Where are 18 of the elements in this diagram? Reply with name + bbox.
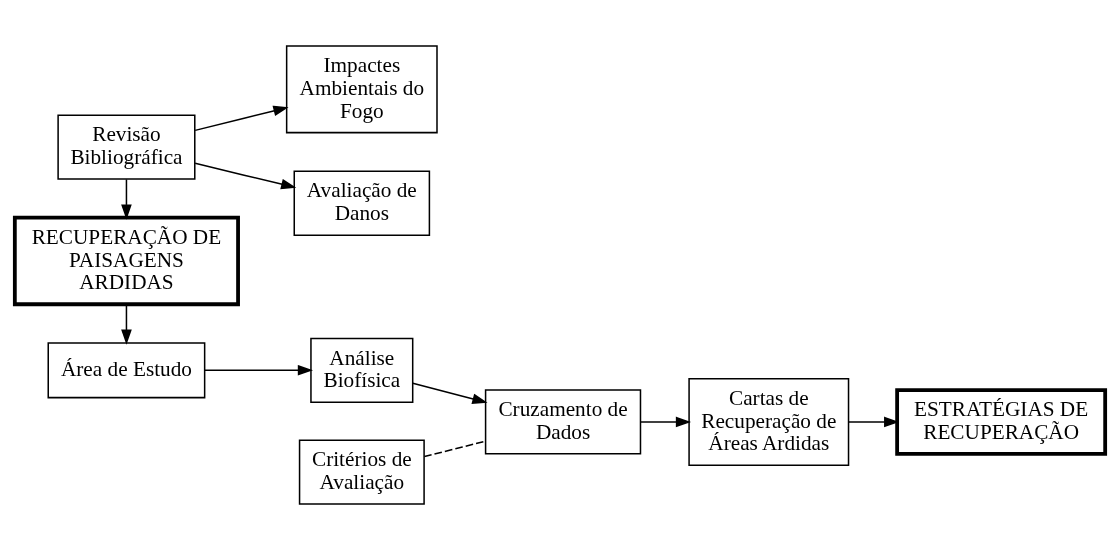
node-box: RECUPERAÇÃO DE PAISAGENS ARDIDAS [12, 215, 240, 306]
arrow [203, 364, 313, 376]
arrow [194, 105, 289, 131]
node-box: ESTRATÉGIAS DE RECUPERAÇÃO [895, 387, 1108, 456]
node-box: Cruzamento de Dados [484, 388, 642, 455]
node-box: Área de Estudo [47, 341, 206, 398]
arrow [412, 381, 488, 404]
arrow [639, 416, 692, 427]
node-box: Cartas de Recuperação de Áreas Ardidas [688, 377, 850, 466]
arrow [194, 162, 297, 189]
node-box: Avaliação de Danos [293, 170, 431, 236]
arrow [121, 303, 132, 345]
node-box: Impactes Ambientais do Fogo [285, 44, 438, 133]
connector [423, 440, 486, 457]
node-box: Revisão Bibliográfica [57, 113, 196, 180]
arrow [121, 178, 132, 220]
node-box: Análise Biofísica [310, 337, 414, 403]
node-box: Critérios de Avaliação [298, 438, 425, 505]
